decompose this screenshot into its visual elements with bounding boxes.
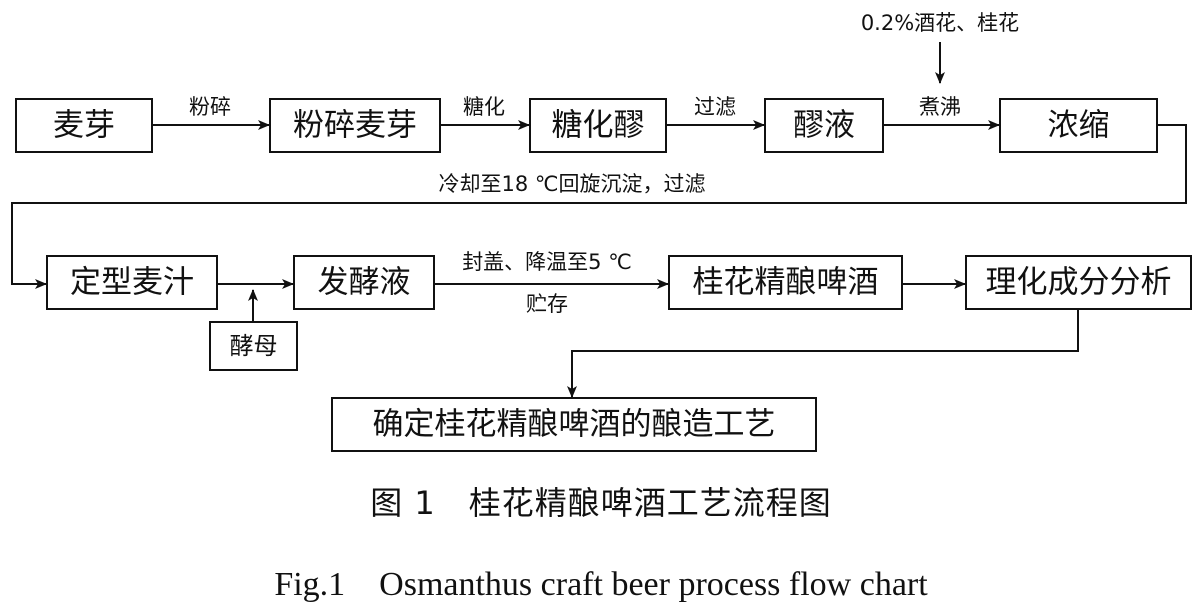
svg-text:浓缩: 浓缩 (1048, 108, 1110, 144)
node-malt: 麦芽 (15, 98, 153, 153)
node-determine-process: 确定桂花精酿啤酒的酿造工艺 (331, 397, 817, 452)
node-concentrate: 浓缩 (999, 98, 1158, 153)
figure-caption-en: Fig.1 Osmanthus craft beer process flow … (274, 566, 928, 603)
svg-text:确定桂花精酿啤酒的酿造工艺: 确定桂花精酿啤酒的酿造工艺 (373, 407, 776, 443)
svg-text:酵母: 酵母 (230, 332, 278, 360)
svg-text:粉碎麦芽: 粉碎麦芽 (293, 108, 417, 144)
svg-text:糖化醪: 糖化醪 (552, 108, 645, 144)
node-osmanthus-craft-beer: 桂花精酿啤酒 (668, 255, 903, 310)
label-crush: 粉碎 (189, 95, 231, 119)
svg-text:桂花精酿啤酒: 桂花精酿啤酒 (693, 265, 879, 301)
svg-text:理化成分分析: 理化成分分析 (986, 265, 1172, 301)
svg-text:麦芽: 麦芽 (53, 108, 115, 144)
svg-text:定型麦汁: 定型麦汁 (70, 265, 194, 301)
label-cool-whirlpool: 冷却至18 ℃回旋沉淀，过滤 (439, 172, 706, 196)
node-yeast: 酵母 (209, 321, 298, 371)
node-crushed-malt: 粉碎麦芽 (269, 98, 441, 153)
label-saccharify: 糖化 (463, 95, 505, 119)
node-shaped-wort: 定型麦汁 (46, 255, 218, 310)
label-cap-cool: 封盖、降温至5 ℃ (462, 250, 632, 274)
node-physicochemical-analysis: 理化成分分析 (965, 255, 1192, 310)
svg-text:发酵液: 发酵液 (318, 265, 411, 301)
node-saccharified-mash: 糖化醪 (529, 98, 667, 153)
label-filter: 过滤 (694, 95, 736, 119)
label-additives: 0.2%酒花、桂花 (861, 11, 1019, 35)
node-fermented-liquid: 发酵液 (293, 255, 435, 310)
figure-caption-zh: 图 1 桂花精酿啤酒工艺流程图 (370, 484, 832, 522)
svg-text:醪液: 醪液 (793, 108, 855, 144)
label-boil: 煮沸 (919, 95, 961, 119)
process-flow-diagram: 麦芽 粉碎麦芽 糖化醪 醪液 浓缩 粉碎 糖化 过滤 煮沸 0.2%酒花、桂花 … (11, 11, 1192, 452)
node-mash-liquid: 醪液 (764, 98, 884, 153)
edge-concentrate-to-shaped-wort (11, 124, 1187, 289)
edge-analysis-to-determine (567, 309, 1079, 398)
label-store: 贮存 (526, 292, 568, 316)
